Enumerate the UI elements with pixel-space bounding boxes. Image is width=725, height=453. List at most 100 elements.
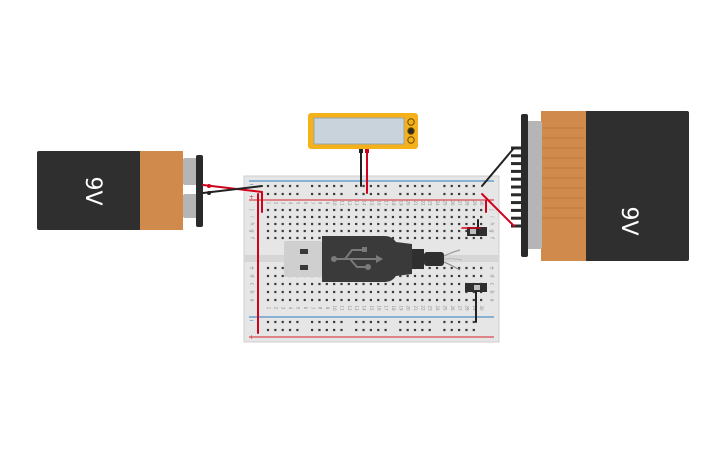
terminal-hole[interactable] [311,290,314,294]
rail-hole[interactable] [296,320,299,324]
rail-hole[interactable] [288,192,292,196]
terminal-hole[interactable] [296,290,299,294]
terminal-hole[interactable] [450,236,453,240]
terminal-hole[interactable] [428,298,431,302]
terminal-hole[interactable] [347,229,350,233]
terminal-hole[interactable] [443,266,446,270]
terminal-hole[interactable] [333,229,336,233]
terminal-hole[interactable] [458,215,461,219]
terminal-hole[interactable] [318,215,321,219]
terminal-hole[interactable] [428,229,431,233]
terminal-hole[interactable] [288,208,292,212]
terminal-hole[interactable] [413,236,417,240]
rail-hole[interactable] [325,328,328,332]
rail-hole[interactable] [355,184,358,188]
terminal-hole[interactable] [355,229,358,233]
terminal-hole[interactable] [355,282,358,286]
terminal-hole[interactable] [465,222,468,226]
terminal-hole[interactable] [428,215,431,219]
rail-hole[interactable] [318,328,321,332]
rail-hole[interactable] [311,192,314,196]
terminal-hole[interactable] [399,290,402,294]
terminal-hole[interactable] [443,236,446,240]
rail-hole[interactable] [340,328,343,332]
terminal-hole[interactable] [435,236,439,240]
terminal-hole[interactable] [266,236,270,240]
rail-hole[interactable] [428,320,431,324]
rail-hole[interactable] [399,320,402,324]
slide-switch-bottom[interactable] [465,283,487,292]
terminal-hole[interactable] [384,222,387,226]
terminal-hole[interactable] [266,282,270,286]
rail-hole[interactable] [274,328,277,332]
terminal-hole[interactable] [296,208,299,212]
rail-hole[interactable] [413,328,417,332]
terminal-hole[interactable] [472,208,475,212]
terminal-hole[interactable] [428,274,431,278]
terminal-hole[interactable] [458,236,461,240]
rail-hole[interactable] [472,184,475,188]
terminal-hole[interactable] [288,298,292,302]
terminal-hole[interactable] [303,222,306,226]
terminal-hole[interactable] [288,229,292,233]
terminal-hole[interactable] [281,236,284,240]
terminal-hole[interactable] [406,236,409,240]
terminal-hole[interactable] [435,290,439,294]
multimeter-port-bottom[interactable] [407,136,415,144]
rail-hole[interactable] [472,320,475,324]
terminal-hole[interactable] [340,298,343,302]
terminal-hole[interactable] [435,208,439,212]
terminal-hole[interactable] [399,215,402,219]
terminal-hole[interactable] [369,298,372,302]
terminal-hole[interactable] [377,282,380,286]
terminal-hole[interactable] [443,222,446,226]
terminal-hole[interactable] [355,298,358,302]
rail-hole[interactable] [274,320,277,324]
terminal-hole[interactable] [347,298,350,302]
terminal-hole[interactable] [296,229,299,233]
rail-hole[interactable] [406,192,409,196]
terminal-hole[interactable] [318,290,321,294]
terminal-hole[interactable] [333,208,336,212]
rail-hole[interactable] [450,320,453,324]
rail-hole[interactable] [406,184,409,188]
terminal-hole[interactable] [399,298,402,302]
rail-hole[interactable] [406,320,409,324]
rail-hole[interactable] [384,328,387,332]
rail-hole[interactable] [443,184,446,188]
terminal-hole[interactable] [384,208,387,212]
terminal-hole[interactable] [413,282,417,286]
terminal-hole[interactable] [406,229,409,233]
terminal-hole[interactable] [274,282,277,286]
terminal-hole[interactable] [266,229,270,233]
terminal-hole[interactable] [480,266,483,270]
terminal-hole[interactable] [318,282,321,286]
terminal-hole[interactable] [435,222,439,226]
terminal-hole[interactable] [435,282,439,286]
terminal-hole[interactable] [450,290,453,294]
terminal-hole[interactable] [458,208,461,212]
terminal-hole[interactable] [480,215,483,219]
terminal-hole[interactable] [443,298,446,302]
terminal-hole[interactable] [281,222,284,226]
terminal-hole[interactable] [296,282,299,286]
terminal-hole[interactable] [281,274,284,278]
rail-hole[interactable] [340,184,343,188]
terminal-hole[interactable] [266,290,270,294]
rail-hole[interactable] [274,184,277,188]
rail-hole[interactable] [318,320,321,324]
terminal-hole[interactable] [384,215,387,219]
terminal-hole[interactable] [435,215,439,219]
terminal-hole[interactable] [406,274,409,278]
terminal-hole[interactable] [311,208,314,212]
terminal-hole[interactable] [369,229,372,233]
terminal-hole[interactable] [311,282,314,286]
terminal-hole[interactable] [458,298,461,302]
rail-hole[interactable] [325,320,328,324]
terminal-hole[interactable] [480,298,483,302]
multimeter[interactable] [308,113,418,153]
terminal-hole[interactable] [450,222,453,226]
terminal-hole[interactable] [406,290,409,294]
terminal-hole[interactable] [443,290,446,294]
rail-hole[interactable] [413,320,417,324]
